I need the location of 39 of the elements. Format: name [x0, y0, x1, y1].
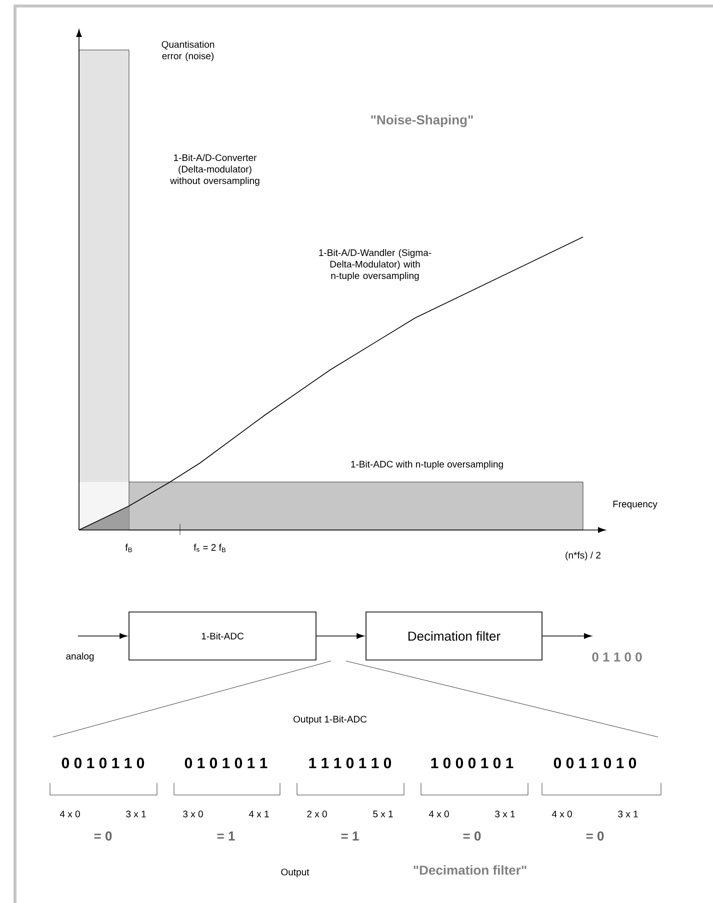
decimated-bit: = 1 [217, 832, 235, 840]
output-bits: 0 1 1 0 0 [592, 652, 642, 662]
footer-title: "Decimation filter" [414, 865, 526, 875]
bit-group: 1 0 0 0 1 0 1 [431, 758, 514, 768]
count-label: 3 x 1 [495, 810, 515, 818]
decimated-bit: = 0 [463, 831, 481, 841]
footer-label: Output [281, 868, 310, 878]
count-label: 3 x 1 [126, 810, 146, 818]
curve-label: 1-Bit-A/D-Wandler (Sigma-Delta-Modulator) with n-tuple oversampling [319, 249, 432, 281]
tick-label: f$_{B}$ [125, 544, 132, 552]
process-box: Decimation filter [366, 612, 542, 660]
count-label: 2 x 0 [307, 810, 327, 818]
edge-label: analog [66, 652, 94, 662]
count-label: 4 x 0 [552, 810, 572, 818]
bit-group: 0 0 1 1 0 1 0 [554, 758, 636, 768]
arrow [316, 633, 364, 639]
count-label: 4 x 0 [60, 810, 80, 818]
count-label: 3 x 1 [618, 810, 638, 818]
decimated-bit: = 0 [586, 831, 604, 841]
arrow [78, 633, 128, 639]
process-box: 1-Bit-ADC [128, 612, 316, 660]
bit-group: 0 0 1 0 1 1 0 [62, 758, 144, 768]
count-label: 5 x 1 [373, 810, 393, 818]
count-label: 4 x 1 [248, 810, 269, 818]
count-label: 3 x 0 [183, 810, 203, 818]
axis-label: Frequency [613, 500, 658, 510]
annotation-label: "Noise-Shaping" [371, 114, 473, 128]
bit-group: 1 1 1 0 1 1 0 [309, 758, 392, 768]
bit-group: 0 1 0 1 0 1 1 [184, 758, 268, 768]
arrow [542, 633, 592, 639]
decimated-bit: = 1 [341, 832, 359, 840]
tick-label: f$_{s}$ = 2 f$_{B}$ [194, 544, 226, 552]
count-label: 4 x 0 [428, 810, 449, 818]
axis-label: Quantisation error (noise) [162, 40, 214, 62]
curve-label: 1-Bit-A/D-Converter (Delta-modulator) without oversampling [170, 154, 260, 186]
decimated-bit: = 0 [94, 831, 112, 841]
tick-label: (n*fs) / 2 [566, 552, 600, 560]
curve-label: 1-Bit-ADC with n-tuple oversampling [351, 460, 503, 470]
stream-label: Output 1-Bit-ADC [294, 716, 367, 724]
